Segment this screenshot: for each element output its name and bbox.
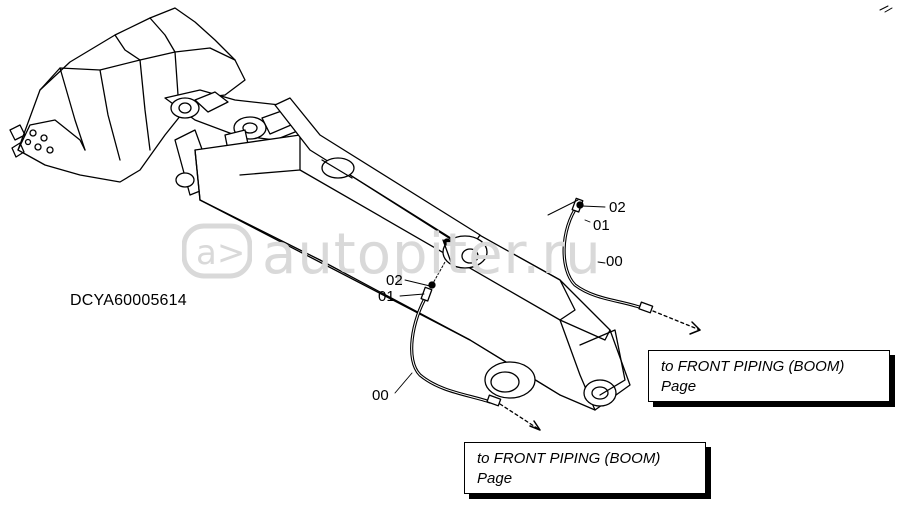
corner-mark bbox=[879, 5, 893, 13]
reference-upper-line1: to FRONT PIPING (BOOM) bbox=[661, 358, 845, 375]
watermark-text: autopiter.ru bbox=[262, 222, 602, 287]
reference-upper-line2: Page bbox=[661, 378, 697, 395]
lower-hose bbox=[410, 261, 541, 431]
watermark-logo-text: a> bbox=[196, 233, 245, 273]
drawing-code: DCYA60005614 bbox=[70, 292, 187, 309]
label-upper-00: 00 bbox=[606, 253, 623, 270]
bucket-cylinder bbox=[274, 97, 488, 269]
reference-box-upper[interactable]: to FRONT PIPING (BOOM) Page bbox=[648, 350, 890, 402]
label-upper-02: 02 bbox=[609, 199, 626, 216]
leader-lines bbox=[394, 205, 606, 394]
upper-hose bbox=[547, 197, 701, 335]
label-lower-01: 01 bbox=[378, 288, 395, 305]
reference-lower-line1: to FRONT PIPING (BOOM) bbox=[477, 450, 661, 467]
watermark-logo-icon: a> bbox=[182, 223, 252, 279]
reference-box-lower[interactable]: to FRONT PIPING (BOOM) Page bbox=[464, 442, 706, 494]
reference-lower-line2: Page bbox=[477, 470, 513, 487]
label-lower-00: 00 bbox=[372, 387, 389, 404]
bucket bbox=[9, 7, 246, 183]
label-upper-01: 01 bbox=[593, 217, 610, 234]
label-lower-02: 02 bbox=[386, 272, 403, 289]
